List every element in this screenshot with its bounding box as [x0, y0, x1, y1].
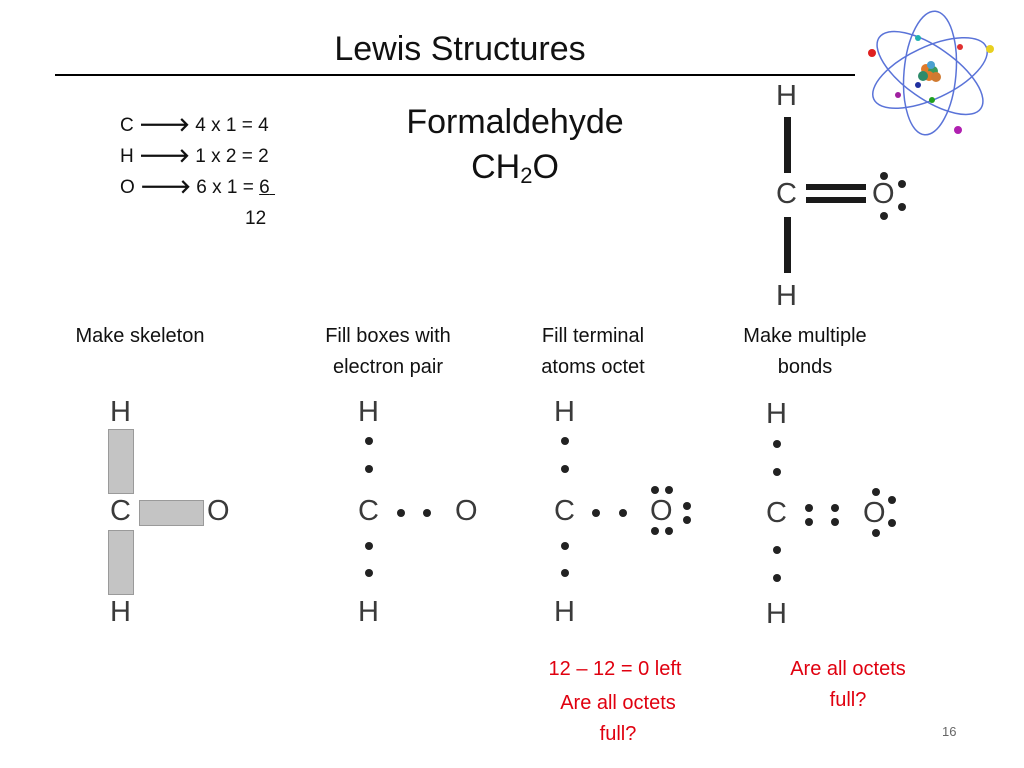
electron-dot [561, 569, 569, 577]
atom-o: O [863, 497, 886, 529]
atom-o: O [650, 495, 673, 527]
bond-double-line [806, 184, 866, 190]
lone-pair-dot [683, 502, 691, 510]
electron-dot [365, 437, 373, 445]
lone-pair-dot [888, 519, 896, 527]
bond-single [784, 217, 791, 273]
atom-c: C [358, 495, 379, 527]
lone-pair-dot [651, 527, 659, 535]
lone-pair-dot [880, 172, 888, 180]
calc-line-oxygen: O 🡒 6 x 1 = 6 [120, 177, 270, 198]
atom-c: C [110, 495, 131, 527]
step-label-fill-boxes: Fill boxes with electron pair [325, 325, 451, 378]
electron-dot [773, 440, 781, 448]
lone-pair-dot [665, 486, 673, 494]
atom-c: C [776, 178, 797, 210]
title-underline [55, 74, 855, 76]
electron-dot [365, 542, 373, 550]
lone-pair-dot [880, 212, 888, 220]
electron-dot [805, 504, 813, 512]
atom-o: O [455, 495, 478, 527]
lone-pair-dot [651, 486, 659, 494]
electron-dot [592, 509, 600, 517]
atom-c: C [554, 495, 575, 527]
calc-line-carbon: C 🡒 4 x 1 = 4 [120, 115, 269, 136]
electron-dot [773, 468, 781, 476]
electron-dot [773, 546, 781, 554]
lone-pair-dot [665, 527, 673, 535]
electron-dot [561, 465, 569, 473]
page-number: 16 [942, 724, 957, 739]
arrow-right-icon: 🡒 [139, 115, 190, 136]
note-octets-question: Are all octets full? [560, 692, 676, 745]
electron-dot [773, 574, 781, 582]
lone-pair-dot [898, 203, 906, 211]
slide-title: Lewis Structures [334, 30, 586, 68]
electron-dot [397, 509, 405, 517]
atom-h-top: H [766, 398, 787, 430]
electron-dot [423, 509, 431, 517]
atom-c: C [766, 497, 787, 529]
electron-dot [365, 569, 373, 577]
calc-line-hydrogen: H 🡒 1 x 2 = 2 [120, 146, 269, 167]
step-label-skeleton: Make skeleton [75, 325, 205, 347]
electron-count: C 🡒 4 x 1 = 4 H 🡒 1 x 2 = 2 O 🡒 6 x 1 = … [120, 110, 275, 229]
atom-h-top: H [358, 396, 379, 428]
lone-pair-dot [872, 488, 880, 496]
electron-dot [619, 509, 627, 517]
bond-double-line [806, 197, 866, 203]
atom-o: O [872, 178, 895, 210]
lone-pair-dot [888, 496, 896, 504]
atom-h-bottom: H [776, 280, 797, 312]
electron-dot [831, 518, 839, 526]
electron-dot [805, 518, 813, 526]
atom-h-bottom: H [554, 596, 575, 628]
electron-dot [561, 542, 569, 550]
calc-total: 12 [245, 208, 267, 229]
note-electron-balance: 12 – 12 = 0 left [548, 658, 682, 680]
atom-o: O [207, 495, 230, 527]
lone-pair-dot [683, 516, 691, 524]
compound-formula: CH2O [471, 148, 559, 188]
atom-h-bottom: H [358, 596, 379, 628]
atom-h-bottom: H [766, 598, 787, 630]
arrow-right-icon: 🡒 [139, 146, 190, 167]
atom-h-top: H [110, 396, 131, 428]
bond-box [108, 429, 134, 494]
step-label-multiple-bonds: Make multiple bonds [743, 325, 867, 378]
atom-h-bottom: H [110, 596, 131, 628]
note-octets-question-final: Are all octets full? [790, 658, 906, 711]
step-label-fill-terminal: Fill terminal atoms octet [541, 325, 645, 378]
lone-pair-dot [872, 529, 880, 537]
atom-h-top: H [776, 80, 797, 112]
bond-box [108, 530, 134, 595]
arrow-right-icon: 🡒 [140, 177, 192, 198]
atom-h-top: H [554, 396, 575, 428]
electron-dot [831, 504, 839, 512]
compound-name: Formaldehyde [406, 103, 624, 141]
lone-pair-dot [898, 180, 906, 188]
atom-icon [868, 10, 994, 136]
bond-box [139, 500, 204, 526]
electron-dot [561, 437, 569, 445]
electron-dot [365, 465, 373, 473]
bond-single [784, 117, 791, 173]
